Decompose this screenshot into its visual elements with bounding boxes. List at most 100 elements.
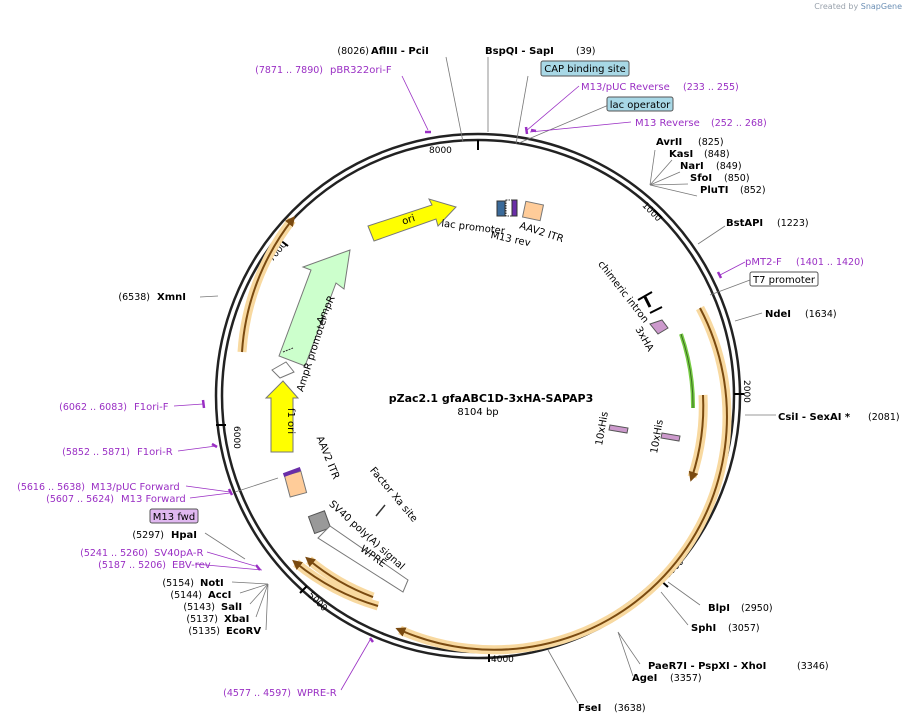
ha-label: 3xHA: [633, 325, 656, 354]
ori-arrow: [367, 198, 457, 242]
enzyme-paer7i: PaeR7I - PspXI - XhoI: [648, 661, 766, 672]
enzyme-pos-noti: (5154): [162, 578, 194, 589]
green-feature-outline: [680, 333, 694, 409]
primer-leaders: [173, 75, 746, 691]
sv40-box: [307, 510, 332, 535]
f1-ori-arrow: [264, 380, 300, 453]
primer-wpre-r: WPRE-R: [297, 688, 337, 699]
plasmid-length: 8104 bp: [457, 407, 498, 418]
cds-arc-small: [688, 394, 705, 482]
t7-label: T7 promoter: [752, 275, 816, 286]
primer-pos-pmt2f: (1401 .. 1420): [796, 257, 864, 268]
ampr-promoter-arrow: [271, 361, 295, 379]
primer-marks: [201, 126, 723, 643]
primer-pos-f1ori-f: (6062 .. 6083): [59, 402, 127, 413]
backbone-outer: [214, 132, 742, 660]
his-mark-2: [660, 432, 681, 442]
enzyme-blpi: BlpI: [708, 603, 730, 614]
enzyme-pos-paer7i: (3346): [797, 661, 829, 672]
enzyme-csii: CsiI - SexAI *: [778, 412, 851, 423]
t7-box: [749, 271, 819, 287]
tick-8000: 8000: [429, 146, 452, 156]
boxed-labels: CAP binding site lac operator T7 promote…: [149, 60, 819, 524]
primer-labels: (7871 .. 7890) pBR322ori-F M13/pUC Rever…: [17, 65, 864, 699]
green-feature-arc: [679, 333, 696, 409]
enzyme-pos-ndei: (1634): [805, 309, 837, 320]
credit-brand: SnapGene: [860, 2, 902, 11]
primer-m13puc-rev: M13/pUC Reverse: [581, 82, 670, 93]
enzyme-noti: NotI: [200, 578, 224, 589]
enzyme-pos-agei: (3357): [670, 673, 702, 684]
intron-bar-1: [637, 291, 653, 301]
cds-arc-main-glow: [398, 305, 732, 655]
enzyme-acci: AccI: [208, 590, 231, 601]
credit: Created by SnapGene: [814, 2, 902, 11]
intron-bar-3: [649, 306, 663, 314]
enzyme-ndei: NdeI: [765, 309, 791, 320]
his-mark-1: [608, 424, 629, 434]
ha-tag-mark: [649, 319, 669, 335]
tick-marks: [216, 140, 744, 662]
enzyme-bspqi: BspQI - SapI: [485, 46, 554, 57]
enzyme-avrii: AvrII: [656, 137, 682, 148]
cds-arc-sw1: [292, 559, 379, 607]
enzyme-pos-sali: (5143): [183, 602, 215, 613]
enzyme-pos-ecorv: (5135): [188, 626, 220, 637]
wpre-box: [317, 525, 409, 593]
enzyme-pos-avrii: (825): [698, 137, 724, 148]
cds-arcs: [237, 216, 732, 655]
factor-xa-label: Factor Xa site: [367, 465, 419, 524]
primer-pos-pbr322: (7871 .. 7890): [255, 65, 323, 76]
enzyme-pos-pluti: (852): [740, 185, 766, 196]
enzyme-pos-hpai: (5297): [132, 530, 164, 541]
primer-pos-wpre-r: (4577 .. 4597): [223, 688, 291, 699]
primer-m13-fwd: M13 Forward: [121, 494, 186, 505]
primer-m13-rev: M13 Reverse: [635, 118, 700, 129]
chimeric-intron-label: chimeric intron: [595, 259, 650, 325]
ampr-arrow: [278, 249, 351, 367]
primer-pos-m13-rev: (252 .. 268): [711, 118, 767, 129]
primer-pmt2f: pMT2-F: [745, 257, 782, 268]
enzyme-pos-xbai: (5137): [186, 614, 218, 625]
his-label-1: 10xHis: [594, 411, 611, 447]
tick-1000: 1000: [640, 201, 663, 224]
enzyme-hpai: HpaI: [171, 530, 197, 541]
cds-arc-sw2: [305, 556, 374, 598]
cap-site-box: [540, 60, 630, 77]
ampr-split: [282, 347, 294, 353]
primer-f1ori-r: F1ori-R: [137, 447, 173, 458]
m13fwd-box: [149, 508, 199, 524]
enzyme-pos-csii: (2081): [868, 412, 900, 423]
m13fwd-label: M13 fwd: [153, 512, 195, 523]
enzyme-leaders: [199, 56, 776, 704]
enzyme-sphi: SphI: [691, 623, 716, 634]
enzyme-bstapi: BstAPI: [726, 218, 763, 229]
tick-5000: 5000: [305, 591, 328, 614]
tick-2000: 2000: [741, 380, 751, 403]
enzyme-fsei: FseI: [578, 703, 601, 714]
cap-site-label: CAP binding site: [544, 64, 626, 75]
enzyme-pos-fsei: (3638): [614, 703, 646, 714]
enzyme-pos-bstapi: (1223): [777, 218, 809, 229]
credit-prefix: Created by: [814, 2, 859, 11]
cds-arc-nw: [241, 216, 296, 353]
enzyme-kasi: KasI: [669, 149, 693, 160]
enzyme-pos-kasi: (848): [704, 149, 730, 160]
tick-4000: 4000: [491, 655, 514, 665]
m13-rev-mark: [511, 199, 518, 217]
enzyme-xmni: XmnI: [157, 292, 186, 303]
enzyme-pluti: PluTI: [700, 185, 728, 196]
aav2-itr-bottom-label: AAV2 ITR: [314, 435, 341, 482]
enzyme-pos-acci: (5144): [170, 590, 202, 601]
enzyme-ecorv: EcoRV: [226, 626, 261, 637]
primer-m13puc-fwd: M13/pUC Forward: [91, 482, 180, 493]
lac-promoter-mark: [496, 200, 506, 217]
enzyme-labels: (8026) AflIII - PciI BspQI - SapI (39) A…: [118, 46, 899, 714]
lac-operator-box: [606, 96, 674, 112]
enzyme-sfoi: SfoI: [690, 173, 712, 184]
primer-pos-f1ori-r: (5852 .. 5871): [62, 447, 130, 458]
primer-pos-sv40pa-r: (5241 .. 5260): [80, 548, 148, 559]
primer-pos-ebv-rev: (5187 .. 5206): [98, 560, 166, 571]
enzyme-pos-blpi: (2950): [741, 603, 773, 614]
primer-f1ori-f: F1ori-F: [134, 402, 169, 413]
